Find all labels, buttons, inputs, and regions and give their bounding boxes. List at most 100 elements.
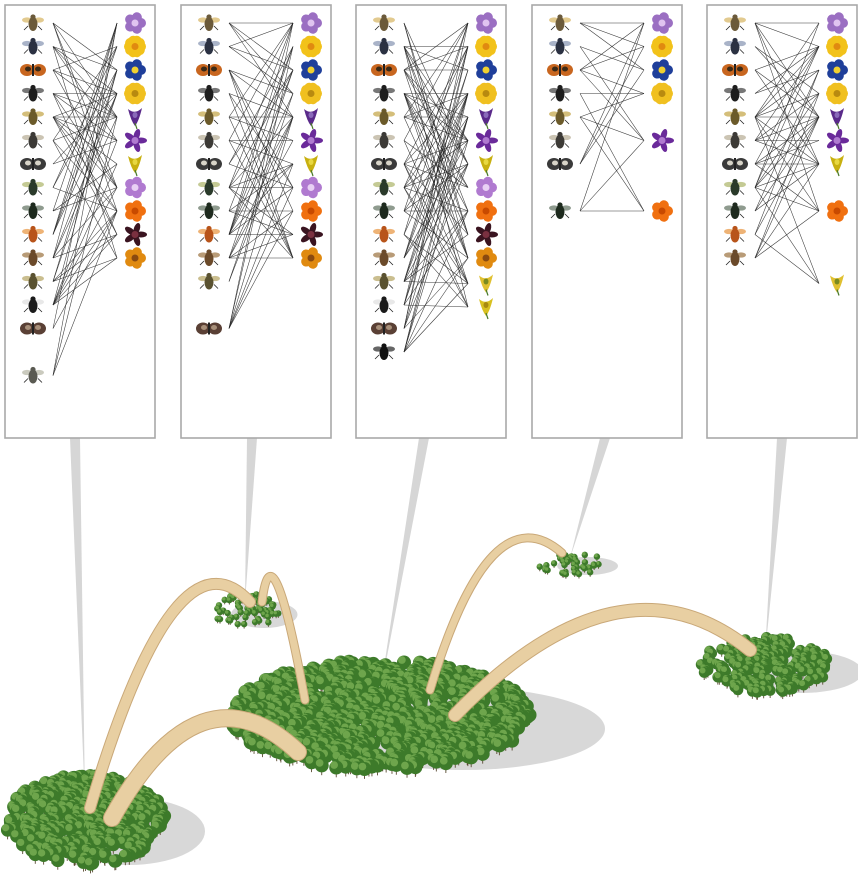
tree-highlight xyxy=(582,565,586,569)
tree-highlight xyxy=(222,597,226,601)
tree-highlight xyxy=(562,562,566,566)
tree-highlight xyxy=(582,552,586,556)
tree-highlight xyxy=(237,605,241,609)
tree-highlight xyxy=(440,757,448,765)
tree-highlight xyxy=(545,567,549,571)
tree-highlight xyxy=(316,677,324,685)
tree-highlight xyxy=(252,610,256,614)
tree-highlight xyxy=(377,729,385,737)
tree-highlight xyxy=(428,715,436,723)
tree-highlight xyxy=(721,666,727,672)
tree-highlight xyxy=(38,849,45,856)
tree-highlight xyxy=(69,851,76,858)
tree-highlight xyxy=(358,670,366,678)
tree-highlight xyxy=(733,685,739,691)
tree-highlight xyxy=(401,762,409,770)
tree-highlight xyxy=(561,559,565,563)
tree-highlight xyxy=(32,793,39,800)
tree-highlight xyxy=(591,563,595,567)
tree-highlight xyxy=(594,554,598,558)
tree-highlight xyxy=(465,751,473,759)
tree-highlight xyxy=(563,571,567,575)
tree-highlight xyxy=(717,644,723,650)
tree-highlight xyxy=(238,609,242,613)
tree-highlight xyxy=(722,676,728,682)
tree-highlight xyxy=(551,560,555,564)
tree-highlight xyxy=(227,618,231,622)
tree-highlight xyxy=(359,763,367,771)
tree-highlight xyxy=(448,687,456,695)
tree-highlight xyxy=(753,667,759,673)
tree-highlight xyxy=(430,755,438,763)
tree-highlight xyxy=(491,694,499,702)
tree-highlight xyxy=(303,738,311,746)
tree-highlight xyxy=(273,611,277,615)
tree-highlight xyxy=(108,838,115,845)
tree-highlight xyxy=(217,616,221,620)
tree-highlight xyxy=(78,856,85,863)
tree-highlight xyxy=(715,672,721,678)
tree-highlight xyxy=(537,564,541,568)
tree-highlight xyxy=(306,756,314,764)
tree-highlight xyxy=(382,736,390,744)
tree-highlight xyxy=(52,854,59,861)
tree-highlight xyxy=(12,805,19,812)
tree-highlight xyxy=(217,609,221,613)
tree-highlight xyxy=(2,824,9,831)
panel-pointer xyxy=(70,438,85,802)
tree-highlight xyxy=(390,759,398,767)
tree-highlight xyxy=(266,619,270,623)
tree-highlight xyxy=(373,696,381,704)
panel-pointer xyxy=(245,438,257,603)
tree-highlight xyxy=(765,675,771,681)
tree-highlight xyxy=(259,608,263,612)
tree-highlight xyxy=(316,759,324,767)
tree-highlight xyxy=(799,680,805,686)
panel-pointer xyxy=(380,438,429,693)
butterfly-icon xyxy=(20,64,46,76)
tree-highlight xyxy=(735,662,741,668)
tree-highlight xyxy=(798,666,804,672)
network-panel xyxy=(5,5,155,438)
tree-highlight xyxy=(778,687,784,693)
tree-highlight xyxy=(30,848,37,855)
tree-highlight xyxy=(109,855,116,862)
tree-highlight xyxy=(582,559,586,563)
tree-highlight xyxy=(772,635,778,641)
tree-highlight xyxy=(258,691,266,699)
tree-highlight xyxy=(244,610,248,614)
tree-highlight xyxy=(227,597,231,601)
tree-highlight xyxy=(38,832,45,839)
forest-patch xyxy=(537,550,602,579)
tree-highlight xyxy=(411,746,419,754)
tree-highlight xyxy=(753,687,759,693)
tree-highlight xyxy=(85,858,92,865)
tree-highlight xyxy=(572,570,576,574)
tree-highlight xyxy=(571,566,575,570)
tree-highlight xyxy=(700,668,706,674)
tree-highlight xyxy=(11,830,18,837)
tree-highlight xyxy=(576,571,580,575)
tree-highlight xyxy=(17,839,24,846)
tree-highlight xyxy=(120,850,127,857)
panel-pointer xyxy=(765,438,787,654)
tree-highlight xyxy=(351,762,359,770)
tree-highlight xyxy=(782,668,788,674)
tree-highlight xyxy=(587,569,591,573)
tree-highlight xyxy=(248,738,256,746)
tree-highlight xyxy=(265,614,269,618)
tree-highlight xyxy=(261,612,265,616)
panel-pointer xyxy=(570,438,610,558)
network-panels xyxy=(5,5,857,438)
tree-highlight xyxy=(65,824,72,831)
tree-highlight xyxy=(811,654,817,660)
tree-highlight xyxy=(330,761,338,769)
tree-highlight xyxy=(138,813,145,820)
tree-highlight xyxy=(243,614,247,618)
moth-icon xyxy=(20,158,46,170)
tree-highlight xyxy=(235,621,239,625)
tree-highlight xyxy=(807,668,813,674)
tree-highlight xyxy=(216,602,220,606)
tree-highlight xyxy=(99,851,106,858)
